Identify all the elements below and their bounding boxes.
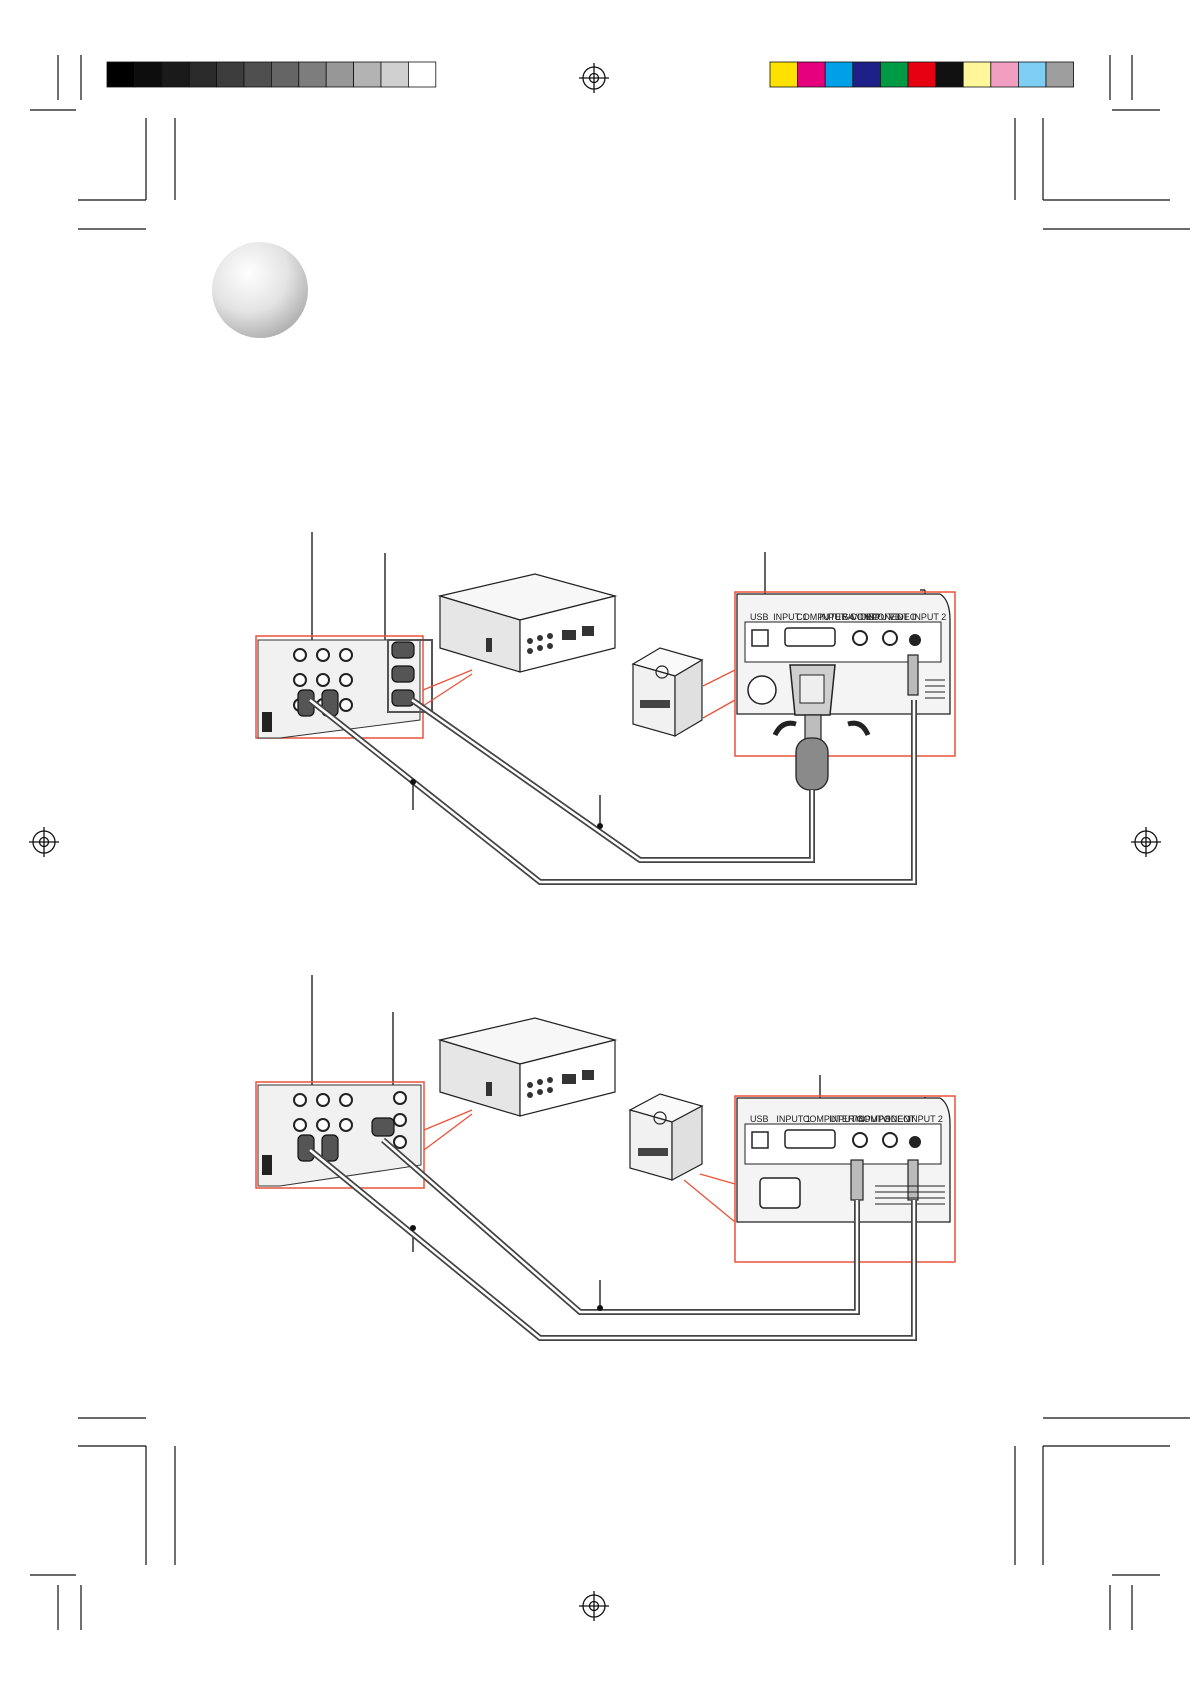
terminal-label: VIDEO: [882, 1114, 910, 1124]
projector-terminal-inset: [734, 1095, 956, 1263]
circle-badge-icon: [212, 242, 308, 338]
terminal-label: USB: [750, 1114, 769, 1124]
color-swatch: [824, 61, 854, 88]
av-back-panel: [257, 1084, 422, 1187]
terminal-label: INPUT 4: [829, 1114, 863, 1124]
projector-illustration: [628, 1093, 704, 1181]
grayscale-registration-bar: [106, 61, 437, 88]
av-back-panel-inset: [255, 1081, 425, 1189]
registration-target-icon: [579, 1591, 609, 1621]
av-equipment-illustration: [437, 573, 618, 673]
color-swatch: [852, 61, 881, 88]
projector-terminal-inset: [734, 591, 956, 757]
color-swatch: [990, 61, 1019, 88]
terminal-label: INPUT 1: [773, 612, 807, 622]
color-swatch: [1045, 61, 1075, 88]
color-swatch: [106, 61, 135, 88]
registration-target-icon: [29, 827, 59, 857]
color-swatch: [270, 61, 300, 88]
cables: [308, 1137, 917, 1341]
color-swatch: [353, 61, 382, 88]
color-swatch: [243, 61, 272, 88]
color-swatch: [298, 61, 327, 88]
cables: [308, 697, 917, 885]
color-swatch: [880, 61, 909, 88]
terminal-label: INPUT 2: [912, 612, 946, 622]
color-swatch: [407, 61, 437, 88]
terminal-label: INPUT 2: [909, 1114, 943, 1124]
terminal-label: COMPUTER/COMPONENT: [796, 612, 909, 622]
color-swatch: [133, 61, 163, 88]
av-back-panel-inset: [255, 635, 424, 739]
projector-illustration: [631, 647, 704, 738]
registration-target-icon: [579, 63, 609, 93]
terminal-label: VIDEO: [889, 612, 917, 622]
crop-marks: [30, 55, 1190, 1630]
terminal-label: USB: [750, 612, 769, 622]
terminal-label: INPUT 4: [819, 612, 853, 622]
color-swatch: [769, 61, 799, 88]
color-swatch: [161, 61, 190, 88]
color-swatch: [907, 61, 937, 88]
av-back-panel: [257, 639, 433, 739]
terminal-label: INPUT 1: [776, 1114, 810, 1124]
av-equipment-illustration: [437, 1017, 618, 1117]
color-swatch: [188, 61, 217, 88]
terminal-label: INPUT 3: [856, 1114, 890, 1124]
terminal-label: INPUT 3: [866, 612, 900, 622]
color-swatch: [797, 61, 826, 88]
color-registration-bar: [769, 61, 1075, 88]
terminal-label: COMPUTER/COMPONENT: [803, 1114, 916, 1124]
color-swatch: [325, 61, 355, 88]
color-swatch: [962, 61, 992, 88]
registration-target-icon: [1131, 827, 1161, 857]
color-swatch: [380, 61, 409, 88]
color-swatch: [216, 61, 245, 88]
color-swatch: [935, 61, 964, 88]
color-swatch: [1018, 61, 1047, 88]
terminal-label: S-VIDEO: [843, 612, 880, 622]
ferrite-core-icon: [795, 737, 829, 791]
